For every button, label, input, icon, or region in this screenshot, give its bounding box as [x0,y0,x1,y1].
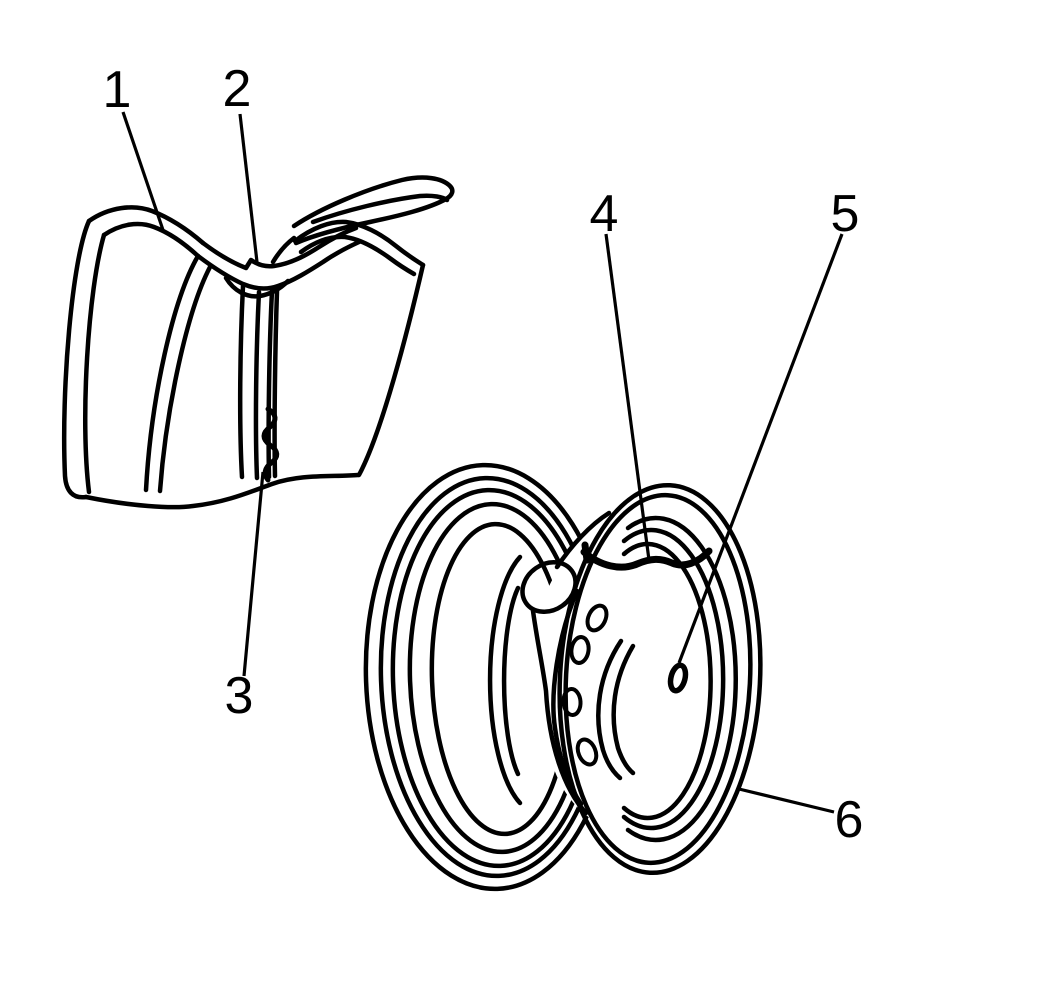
front-bead-seat-arc-1 [625,515,738,843]
dip-to-block-hook [270,235,297,265]
barrel-well-arc-2 [501,585,521,777]
hub-bore-outer-arc [596,638,624,781]
valve-stem-hole [667,662,689,694]
section-mid-line-3 [266,288,275,480]
section-bottom-edge [83,472,361,510]
callout-label-3: 3 [225,667,254,725]
front-bead-seat-arc-3 [621,541,713,821]
right-block-right-edge [356,262,426,478]
hub-bore-inner-arc [611,643,636,776]
right-block-top-inner [298,234,417,277]
bolt-hole-1 [585,603,609,633]
tire-sidewall-curve-b [157,264,213,494]
section-inner-dome [101,221,201,259]
callouts: 1 2 3 4 5 6 [103,60,864,849]
rim-balance-weight [580,541,713,571]
leader-line-6 [738,787,835,814]
weight-hook-blade-outline [291,175,455,246]
callout-label-2: 2 [223,60,252,118]
section-mid-line-1 [237,283,246,480]
section-outer-dome [86,205,206,246]
bolt-hole-4 [575,737,599,767]
front-rim-flange-inner [563,492,753,866]
tire-sidewall-curve-a [143,253,201,493]
barrel-well-arc-1 [487,554,523,806]
leader-line-5 [677,233,844,664]
section-mid-line-2 [253,289,262,481]
weight-hook-blade-fold-line [310,193,450,225]
callout-label-5: 5 [831,185,860,243]
front-rim-flange-outer [557,482,763,876]
right-block-top-outer [292,219,426,268]
break-squiggle [261,406,280,483]
disc-edge-lower [530,608,589,816]
leader-line-1 [121,111,165,231]
weight-strip-lower-line [195,239,362,291]
front-bead-seat-arc-2 [621,527,726,831]
steel-wheel [363,462,763,892]
callout-label-6: 6 [835,791,864,849]
section-inner-left-edge [82,232,107,495]
leader-line-4 [604,233,651,561]
rim-cross-section [61,175,455,510]
bolt-hole-3 [561,687,583,717]
leader-line-3 [242,471,265,677]
hand-hole [520,559,578,615]
callout-label-4: 4 [590,185,619,243]
weight-strip-upper-line [200,225,359,271]
callout-label-1: 1 [103,61,132,119]
section-outer-left-edge [61,218,92,500]
bolt-hole-2 [569,635,591,665]
leader-line-2 [238,113,259,263]
